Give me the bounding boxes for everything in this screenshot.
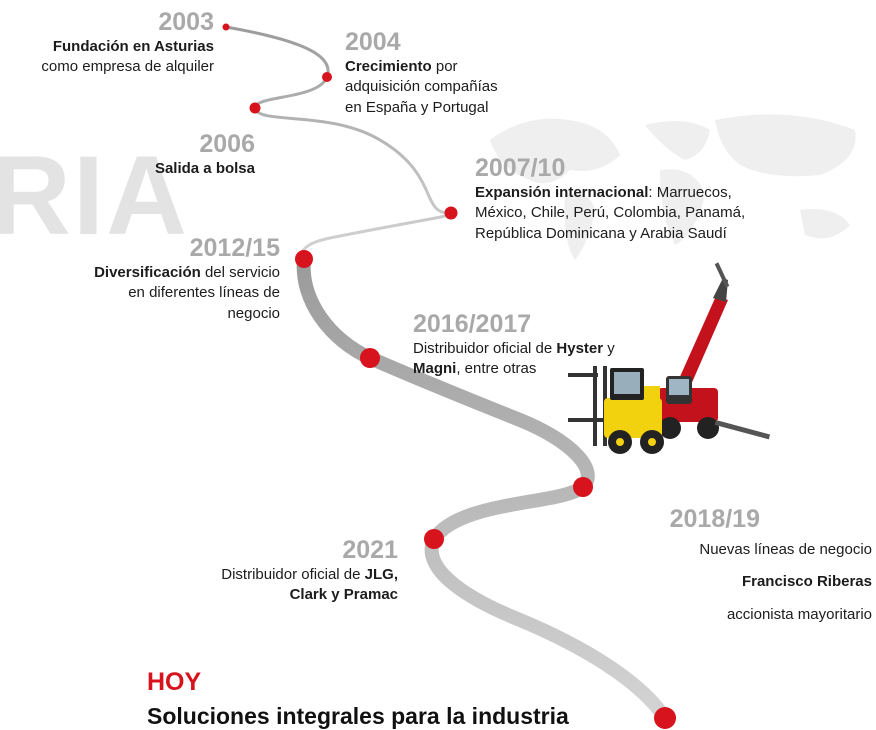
milestone-desc: Magni, entre otras <box>413 360 537 378</box>
year-label: 2016/2017 <box>413 310 532 338</box>
milestone-desc: como empresa de alquiler <box>41 58 214 76</box>
milestone-desc: Nuevas líneas de negocio <box>699 540 872 558</box>
milestone-desc: Fundación en Asturias <box>52 37 214 55</box>
milestone-desc: República Dominicana y Arabia Saudí <box>475 225 727 243</box>
point-hoy <box>654 707 676 729</box>
world-map-icon <box>490 114 856 260</box>
year-label: 2021 <box>342 536 398 564</box>
point-2004 <box>322 72 332 82</box>
milestone-desc: Expansión internacional: Marruecos, <box>475 183 732 201</box>
milestone-2016-2017: 2016/2017 Distribuidor oficial de Hyster… <box>413 310 673 380</box>
milestone-2007-10: 2007/10 Expansión internacional: Marruec… <box>475 154 805 245</box>
milestone-desc: Francisco Riberas <box>741 573 872 591</box>
milestone-2004: 2004 Crecimiento por adquisición compañí… <box>345 28 565 119</box>
milestone-2021: 2021 Distribuidor oficial de JLG, Clark … <box>150 536 398 606</box>
milestone-desc: Clark y Pramac <box>289 586 398 604</box>
watermark-text: RIA <box>0 133 189 258</box>
milestone-desc: accionista mayoritario <box>726 606 872 624</box>
milestone-desc: Distribuidor oficial de Hyster y <box>413 339 615 357</box>
telehandler-icon <box>648 262 771 440</box>
hoy-title: HOY <box>147 668 202 696</box>
milestone-desc: negocio <box>227 305 280 323</box>
point-2021 <box>424 529 444 549</box>
forklift-icon <box>568 366 664 454</box>
point-2006 <box>249 102 261 114</box>
point-2003 <box>222 23 230 31</box>
milestone-desc: en España y Portugal <box>345 99 489 117</box>
year-label: 2006 <box>199 130 255 158</box>
milestone-desc: México, Chile, Perú, Colombia, Panamá, <box>475 204 746 222</box>
milestone-desc: Diversificación del servicio <box>94 263 280 281</box>
year-label: 2007/10 <box>475 154 566 182</box>
milestone-desc: Distribuidor oficial de JLG, <box>221 565 398 583</box>
year-label: 2004 <box>345 28 401 56</box>
milestone-2012-15: 2012/15 Diversificación del servicio en … <box>40 234 280 325</box>
machinery-illustration <box>568 262 771 454</box>
point-2016 <box>360 348 380 368</box>
point-2007 <box>444 206 458 220</box>
milestone-2006: 2006 Salida a bolsa <box>60 130 255 179</box>
point-2012 <box>295 250 313 268</box>
milestone-2003: 2003 Fundación en Asturias como empresa … <box>0 8 214 78</box>
milestone-desc: Crecimiento por <box>345 57 458 75</box>
milestone-2018-19: 2018/19 Nuevas líneas de negocio Francis… <box>600 505 872 626</box>
year-label: 2018/19 <box>669 505 760 533</box>
milestone-desc: en diferentes líneas de <box>128 284 280 302</box>
point-2018 <box>573 477 593 497</box>
milestone-desc: adquisición compañías <box>345 78 498 96</box>
year-label: 2003 <box>158 8 214 36</box>
milestone-desc: Salida a bolsa <box>154 159 255 177</box>
year-label: 2012/15 <box>189 234 280 262</box>
hoy-subtitle: Soluciones integrales para la industria <box>147 703 569 729</box>
